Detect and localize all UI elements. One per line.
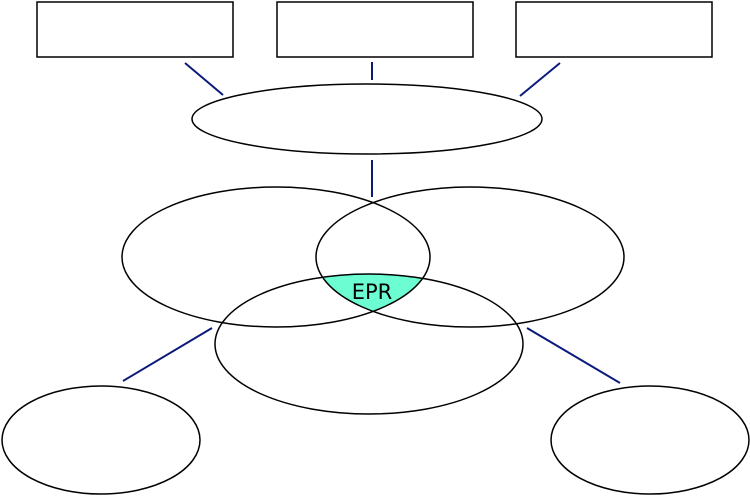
connector-top-left xyxy=(184,62,224,96)
connector-bottom-right xyxy=(526,327,621,384)
top-left-box[interactable] xyxy=(36,1,234,58)
venn-bottom-ellipse[interactable] xyxy=(214,273,524,415)
hub-ellipse[interactable] xyxy=(191,83,543,155)
bottom-right-ellipse[interactable] xyxy=(550,385,750,495)
venn-left-ellipse[interactable] xyxy=(121,186,431,328)
connector-top-right xyxy=(519,62,561,97)
bottom-left-ellipse[interactable] xyxy=(1,385,201,495)
top-right-box[interactable] xyxy=(515,1,713,58)
center-label: EPR xyxy=(352,280,393,304)
connector-bottom-left xyxy=(122,327,213,382)
top-center-box[interactable] xyxy=(276,1,474,58)
venn-right-ellipse[interactable] xyxy=(315,186,625,328)
